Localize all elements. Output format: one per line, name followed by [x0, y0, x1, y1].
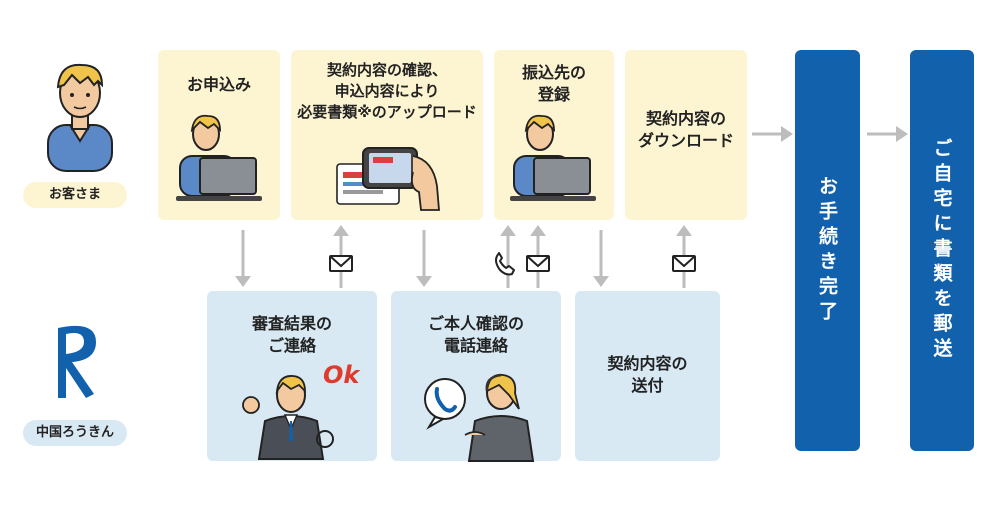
- phone-icon: [495, 252, 515, 276]
- step-register-account: 振込先の 登録: [494, 50, 614, 220]
- step-mail-documents-title: ご自宅に書類を郵送: [930, 138, 953, 363]
- step-confirm-upload-title: 契約内容の確認、 申込内容により 必要書類※のアップロード: [297, 61, 477, 121]
- customer-avatar-icon: [47, 63, 113, 172]
- mail-icon: [672, 255, 696, 272]
- step-register-account-title: 振込先の 登録: [521, 63, 586, 104]
- step-apply: お申込み: [158, 50, 280, 220]
- customer-actor: お客さま: [20, 55, 130, 215]
- step-apply-title: お申込み: [186, 75, 251, 94]
- step-identity-call: ご本人確認の 電話連絡: [391, 291, 561, 462]
- step-mail-documents: ご自宅に書類を郵送: [910, 50, 974, 451]
- bank-label: 中国ろうきん: [23, 420, 127, 446]
- step-confirm-upload: 契約内容の確認、 申込内容により 必要書類※のアップロード: [291, 50, 483, 220]
- customer-label: お客さま: [23, 182, 127, 208]
- step-review-result-title: 審査結果の ご連絡: [251, 314, 332, 355]
- logo-mark-icon: [58, 325, 96, 398]
- person-at-computer-icon: [510, 114, 596, 201]
- step-identity-call-title: ご本人確認の 電話連絡: [427, 314, 524, 355]
- staff-ok-illustration: [242, 375, 334, 460]
- step-send-contract: 契約内容の 送付: [575, 291, 720, 461]
- step-complete: お手続き完了: [795, 50, 860, 451]
- step-complete-title: お手続き完了: [816, 175, 838, 326]
- phone-scan-document-icon: [336, 147, 440, 211]
- step-send-contract-title: 契約内容の 送付: [607, 354, 688, 395]
- mail-icon: [329, 255, 353, 272]
- bank-actor: 中国ろうきん: [20, 320, 130, 450]
- mail-icon: [526, 255, 550, 272]
- step-review-result: 審査結果の ご連絡 Ok: [207, 291, 377, 461]
- operator-illustration: [424, 373, 535, 462]
- step-download-contract-title: 契約内容の ダウンロード: [637, 109, 734, 150]
- person-at-computer-icon: [176, 114, 262, 201]
- step-download-contract: 契約内容の ダウンロード: [625, 50, 747, 220]
- ok-sign: Ok: [323, 361, 360, 389]
